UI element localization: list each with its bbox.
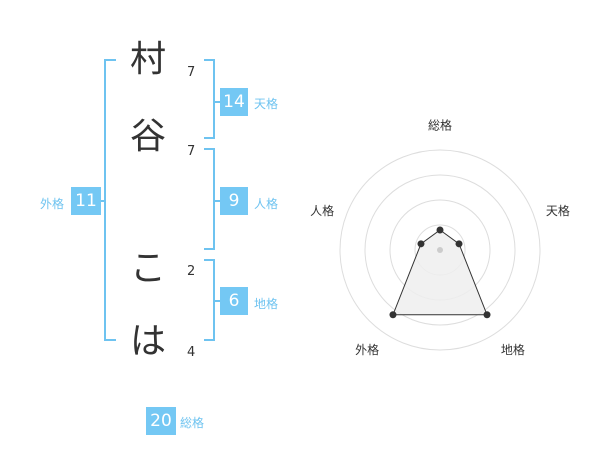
radar-center-dot xyxy=(437,247,443,253)
radar-axis-label: 外格 xyxy=(355,342,379,357)
stroke-count-3: 2 xyxy=(187,264,196,279)
gaikaku-label: 外格 xyxy=(40,197,65,211)
jinkaku-label: 人格 xyxy=(254,197,279,211)
gaikaku-bracket-tick xyxy=(98,200,106,202)
radar-point xyxy=(389,311,397,319)
radar-ring xyxy=(339,149,541,351)
radar-axis-label: 天格 xyxy=(546,203,570,218)
name-char-4: は xyxy=(129,321,166,362)
radar-ring xyxy=(364,174,516,326)
tenkaku-bracket xyxy=(204,59,215,139)
tenkaku-bracket-tick xyxy=(214,101,220,103)
chikaku-bracket-tick xyxy=(214,300,220,302)
name-char-3: こ xyxy=(129,248,166,289)
radar-point xyxy=(417,240,425,248)
radar-point xyxy=(436,226,444,234)
jinkaku-bracket-tick xyxy=(214,200,220,202)
radar-point xyxy=(483,311,491,319)
radar-area xyxy=(392,229,488,316)
name-char-1: 村 xyxy=(129,39,166,80)
stroke-count-1: 7 xyxy=(187,65,196,80)
soukaku-label: 総格 xyxy=(180,416,205,430)
radar-axis-label: 地格 xyxy=(501,342,525,357)
stroke-count-4: 4 xyxy=(187,345,196,360)
chikaku-label: 地格 xyxy=(254,297,279,311)
name-char-2: 谷 xyxy=(129,116,166,157)
jinkaku-badge: 9 xyxy=(220,187,248,215)
tenkaku-label: 天格 xyxy=(254,97,279,111)
stroke-count-2: 7 xyxy=(187,144,196,159)
radar-axis-label: 人格 xyxy=(310,203,334,218)
radar-axis-label: 総格 xyxy=(428,118,452,133)
jinkaku-bracket xyxy=(204,148,215,250)
soukaku-badge: 20 xyxy=(146,407,176,435)
gaikaku-badge: 11 xyxy=(71,187,101,215)
tenkaku-badge: 14 xyxy=(220,88,248,116)
chikaku-badge: 6 xyxy=(220,287,248,315)
radar-point xyxy=(455,240,463,248)
